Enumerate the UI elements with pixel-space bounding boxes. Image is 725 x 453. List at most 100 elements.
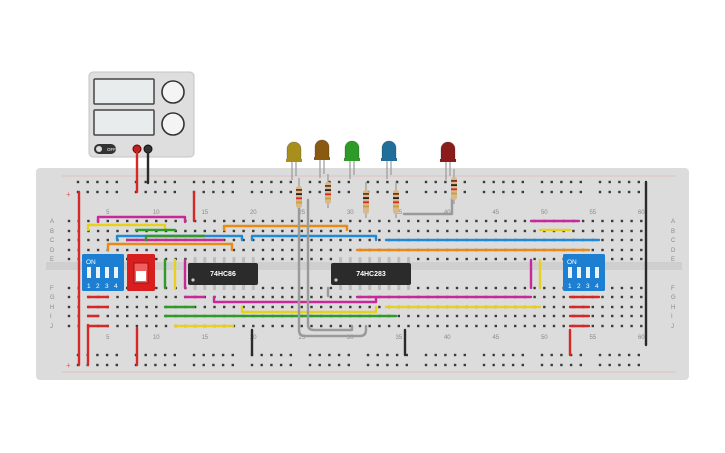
hole [320, 238, 323, 242]
hole [67, 238, 71, 242]
power-supply[interactable]: OFF [88, 71, 195, 158]
hole [601, 305, 604, 309]
rail-hole [598, 353, 602, 357]
rail-hole [502, 180, 505, 184]
hole [436, 229, 439, 233]
hole [242, 305, 245, 309]
led[interactable] [440, 141, 456, 180]
resistor[interactable] [451, 169, 457, 204]
dip-toggles[interactable] [568, 267, 599, 278]
chip-pin [387, 284, 391, 290]
rail-hole [270, 180, 273, 184]
resistor[interactable] [393, 182, 399, 218]
hole [300, 295, 303, 299]
dip-switch-left[interactable]: ON 1 2 3 4 [82, 254, 124, 291]
hole [611, 324, 614, 328]
hole [455, 286, 459, 290]
rail-hole [550, 190, 553, 194]
hole [591, 314, 594, 318]
rail-hole [492, 190, 495, 194]
hole [426, 219, 430, 223]
column-number-top: 10 [153, 210, 160, 216]
current-display [93, 109, 155, 136]
hole [349, 229, 352, 233]
hole [533, 314, 536, 318]
hole [523, 324, 527, 328]
led[interactable] [314, 139, 330, 178]
hole [620, 314, 624, 318]
rail-hole [105, 363, 109, 367]
resistor-band [296, 201, 302, 204]
hole [223, 295, 226, 299]
rail-hole [424, 180, 428, 184]
hole [417, 286, 420, 290]
chip-notch [191, 278, 195, 282]
hole [252, 238, 255, 242]
hole [552, 305, 556, 309]
hole [387, 324, 391, 328]
hole [339, 238, 342, 242]
rail-hole [105, 180, 109, 184]
hole [174, 219, 177, 223]
hole [320, 295, 323, 299]
row-letter-right: J [671, 324, 674, 330]
slide-switch-knob[interactable] [136, 271, 146, 281]
dip-switch-right[interactable]: ON 1 2 3 4 [563, 254, 605, 291]
hole [620, 238, 624, 242]
hole [358, 238, 362, 242]
hole [436, 286, 439, 290]
rail-hole [173, 180, 176, 184]
current-knob[interactable] [161, 112, 185, 136]
leds[interactable] [286, 139, 456, 180]
chip-74hc283[interactable]: 74HC283 [331, 258, 411, 290]
resistor[interactable] [325, 174, 331, 208]
rail-hole [144, 353, 147, 357]
hole [116, 229, 119, 233]
rail-hole [86, 180, 89, 184]
hole [446, 314, 449, 318]
power-button-dot [96, 146, 102, 152]
resistors[interactable] [296, 169, 457, 218]
hole [155, 257, 158, 261]
hole [67, 248, 71, 252]
column-number-bottom: 30 [347, 335, 354, 341]
resistor-band [363, 193, 369, 195]
rail-hole [318, 353, 321, 357]
rail-hole [328, 363, 331, 367]
rail-hole [463, 180, 466, 184]
hole [620, 257, 624, 261]
hole [533, 229, 536, 233]
dip-number-2: 2 [96, 283, 100, 290]
rail-hole [173, 190, 176, 194]
hole [242, 219, 245, 223]
dip-toggles[interactable] [87, 267, 118, 278]
jumper-wires[interactable] [77, 151, 648, 367]
led[interactable] [286, 141, 302, 180]
chip-74hc86[interactable]: 74HC86 [188, 258, 258, 290]
resistor-band [296, 189, 302, 191]
hole [329, 295, 333, 299]
resistor[interactable] [296, 178, 302, 212]
hole [261, 238, 265, 242]
rail-hole [453, 353, 457, 357]
hole [203, 219, 206, 223]
chip-pin [358, 284, 362, 290]
chip-pin [193, 258, 197, 264]
hole [446, 257, 449, 261]
voltage-knob[interactable] [161, 80, 185, 104]
rail-hole [540, 180, 544, 184]
hole [640, 248, 643, 252]
hole [601, 238, 604, 242]
led[interactable] [344, 140, 360, 179]
rail-hole [212, 363, 215, 367]
rail-hole [463, 353, 466, 357]
dip-switch-body [563, 254, 605, 291]
slide-switch[interactable] [127, 254, 155, 291]
hole [630, 286, 633, 290]
hole [436, 219, 439, 223]
rail-hole [598, 190, 602, 194]
rail-hole [212, 190, 215, 194]
rail-hole [521, 190, 524, 194]
resistor[interactable] [363, 182, 369, 218]
led[interactable] [381, 140, 397, 179]
